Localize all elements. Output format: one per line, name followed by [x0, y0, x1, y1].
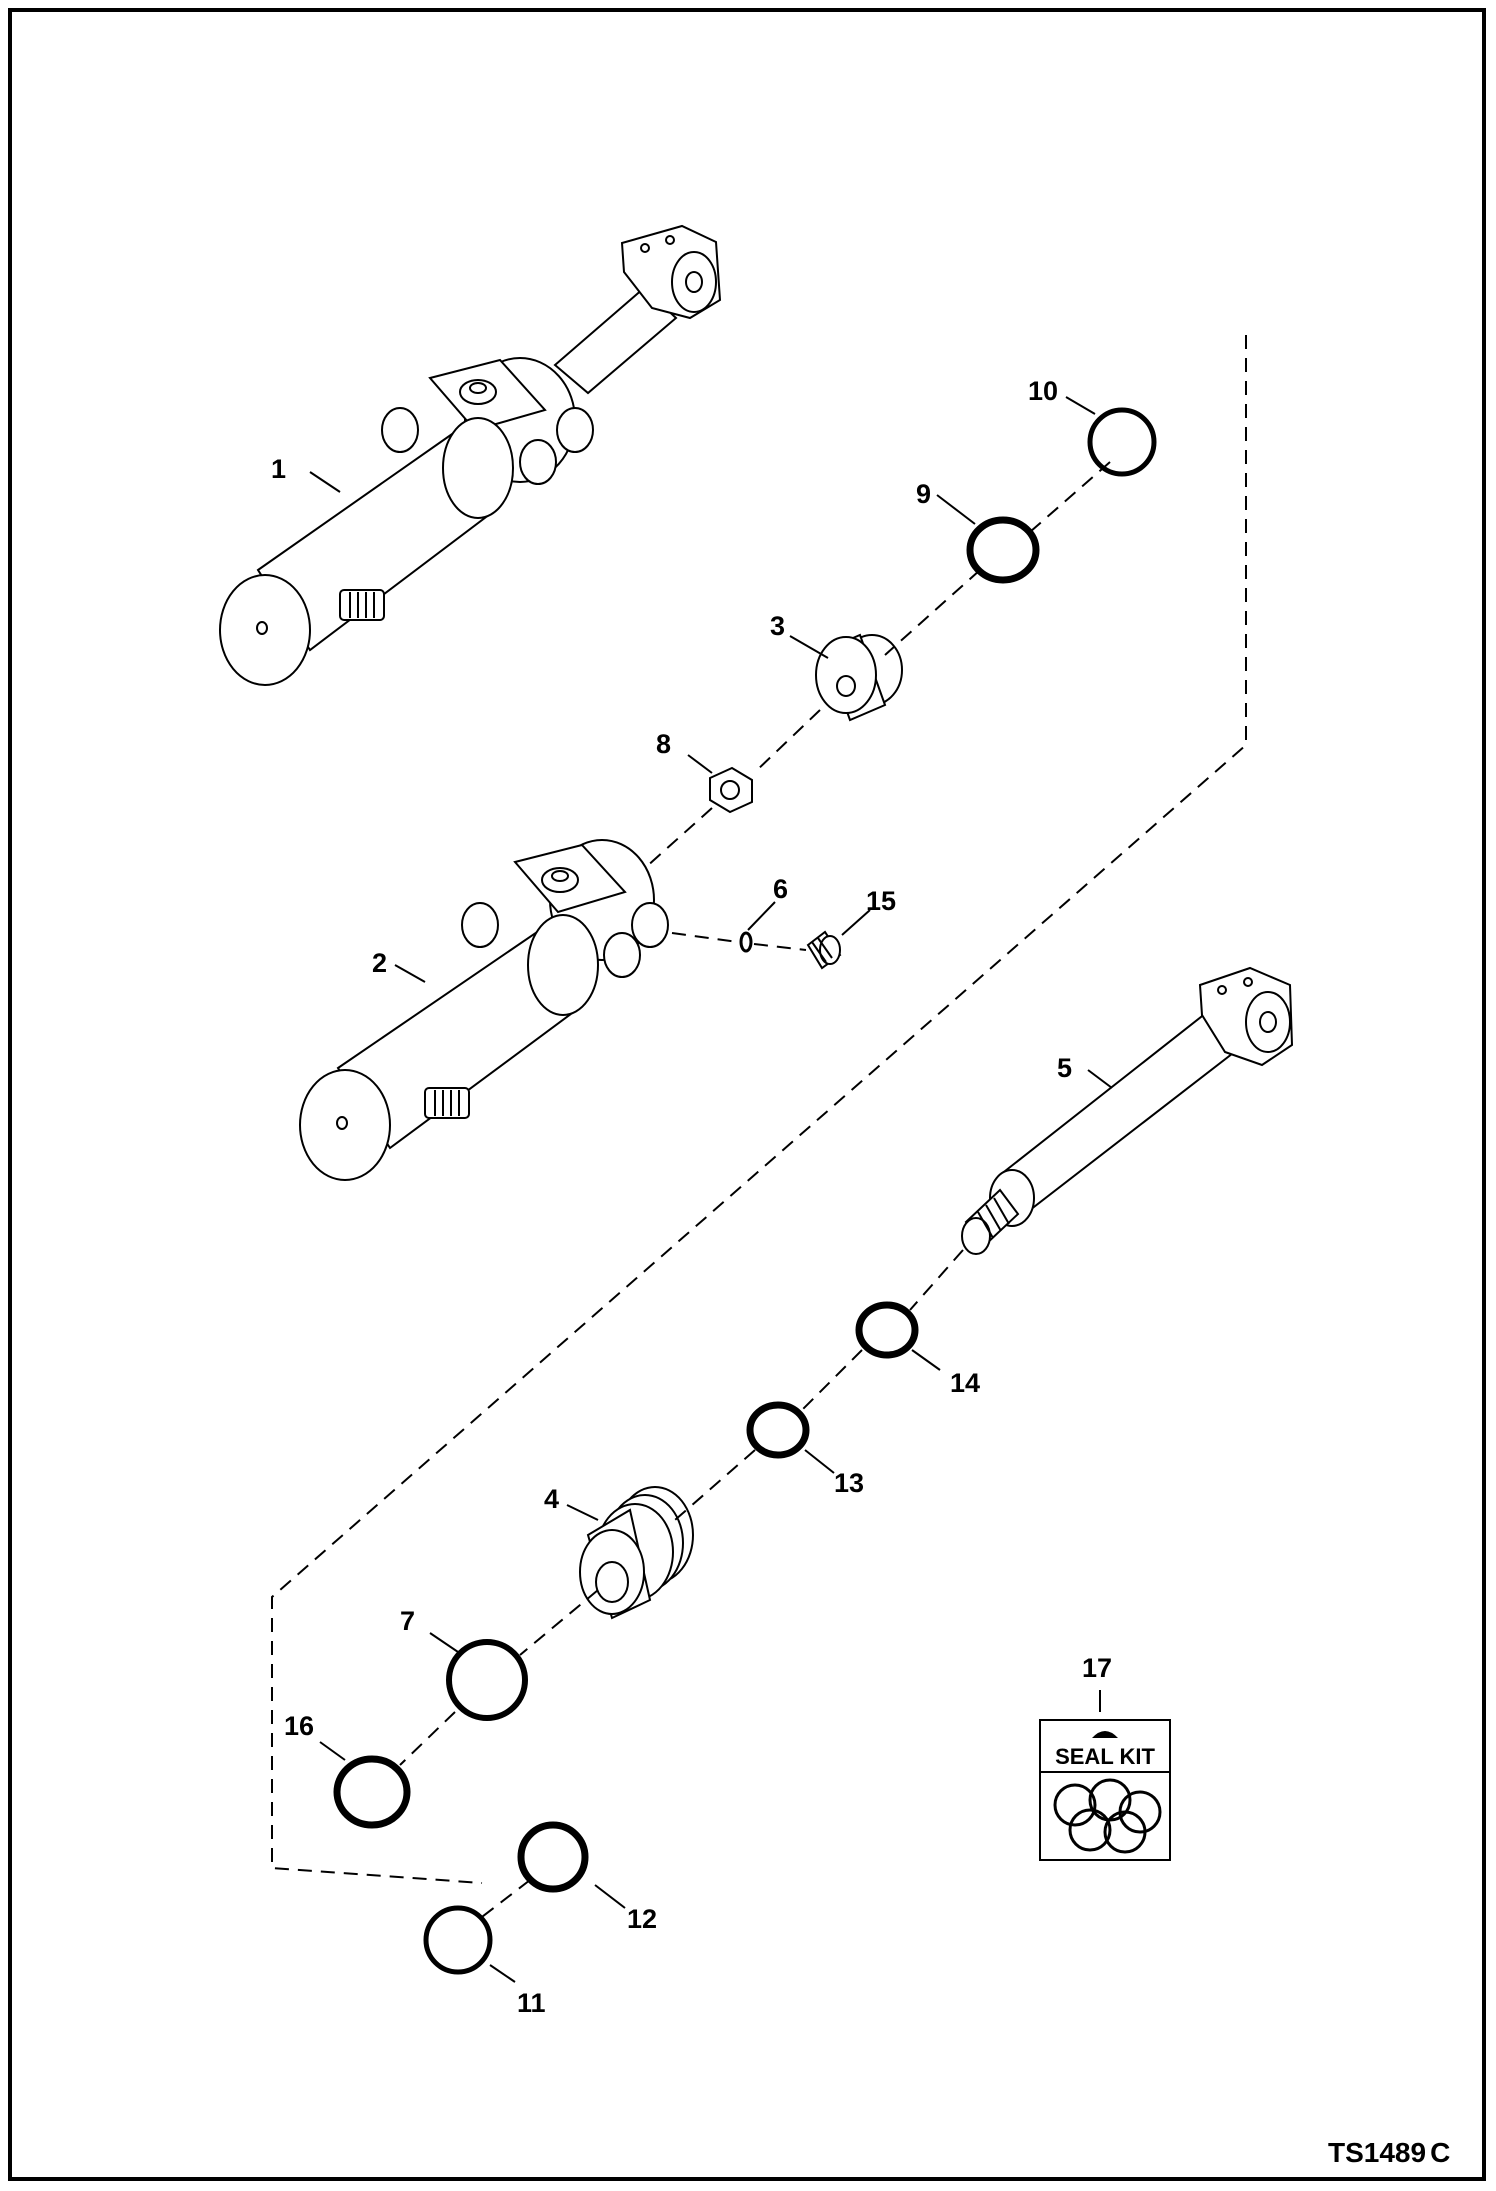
callout-2: 2: [372, 948, 387, 978]
seal-kit-part-17: SEAL KIT: [1039, 1719, 1171, 1861]
diagram-frame: [8, 8, 1486, 2181]
ring-part-7: [446, 1639, 528, 1721]
callout-9: 9: [916, 479, 931, 509]
callout-16: 16: [284, 1711, 314, 1741]
callout-3: 3: [770, 611, 785, 641]
ring-part-14: [855, 1301, 919, 1359]
callout-10: 10: [1028, 376, 1058, 406]
callout-6: 6: [773, 874, 788, 904]
callout-4: 4: [544, 1484, 559, 1514]
callout-15: 15: [866, 886, 896, 916]
callout-12: 12: [627, 1904, 657, 1934]
callout-5: 5: [1057, 1053, 1072, 1083]
ring-part-16: [333, 1755, 411, 1829]
ring-part-9: [966, 516, 1040, 584]
callout-labels: 1 2 3 4 5 6 7 8 9 10 11 12 13 14 15 16 1…: [271, 376, 1112, 2018]
callout-14: 14: [950, 1368, 980, 1398]
leader-lines: [309, 396, 1113, 1983]
cylinder-body-part-2: [299, 839, 669, 1181]
assembly-lines: [399, 461, 1111, 1921]
ring-part-10: [1087, 407, 1157, 477]
o-ring-part-6: [739, 931, 753, 953]
callout-8: 8: [656, 729, 671, 759]
figure-code-number: TS1489: [1328, 2137, 1426, 2168]
rod-part-5: [961, 966, 1294, 1255]
callout-11: 11: [517, 1988, 546, 2018]
callout-13: 13: [834, 1468, 864, 1498]
fitting-part-15: [806, 930, 842, 970]
callout-17: 17: [1082, 1653, 1112, 1683]
figure-code-rev: C: [1430, 2137, 1450, 2168]
ring-part-12: [517, 1821, 589, 1893]
seal-kit-label: SEAL KIT: [1055, 1744, 1155, 1769]
ring-part-13: [746, 1401, 810, 1459]
callout-7: 7: [400, 1606, 415, 1636]
cylinder-assembly-part-1: [219, 224, 722, 686]
gland-part-4: [579, 1486, 694, 1620]
callout-1: 1: [271, 454, 286, 484]
piston-part-3: [815, 633, 903, 722]
seal-group-boundary: [271, 335, 1247, 1884]
ring-part-11: [423, 1905, 493, 1975]
